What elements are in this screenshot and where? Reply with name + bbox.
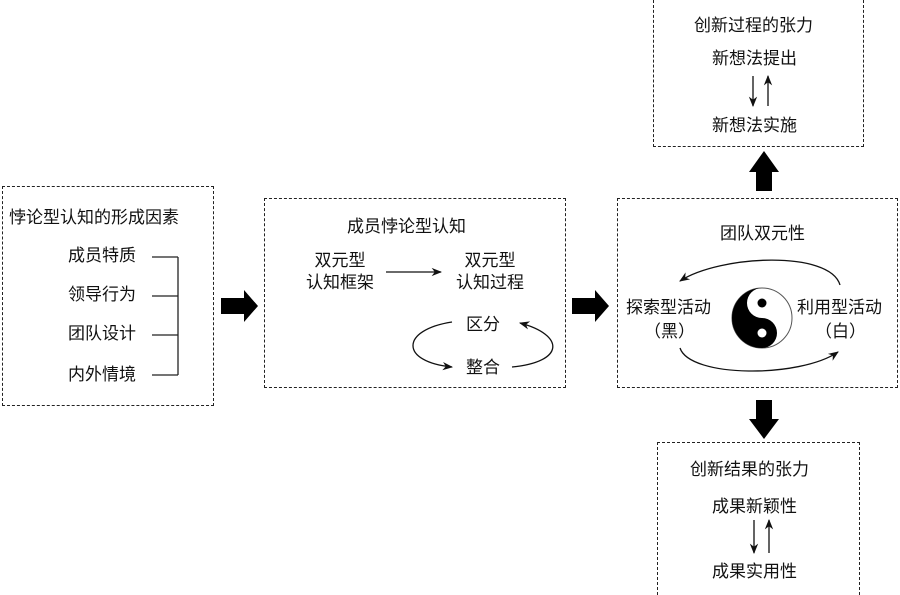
new-idea-implementation: 新想法实施 [712, 116, 797, 136]
exploration-color-label: （黑） [644, 322, 695, 342]
exploration-to-exploitation-arrow [679, 347, 839, 372]
factor-item: 领导行为 [68, 285, 136, 305]
cycle-arrow-left [412, 321, 454, 371]
outcome-usefulness: 成果实用性 [712, 562, 797, 582]
yin-yang-icon [731, 287, 793, 349]
exploitation-color-label: （白） [815, 322, 866, 342]
process-label-line1: 双元型 [464, 251, 516, 271]
block-arrow-right-1 [221, 290, 258, 322]
factors-bracket [152, 256, 179, 376]
block-arrow-down [749, 400, 779, 439]
exploitation-label: 利用型活动 [797, 298, 882, 318]
duality-title: 团队双元性 [720, 224, 805, 244]
factors-box [2, 186, 214, 406]
process-tension-box [653, 0, 864, 147]
outcome-tension-box [657, 442, 860, 595]
new-idea-generation: 新想法提出 [712, 49, 797, 69]
exploitation-to-exploration-arrow [679, 259, 841, 286]
integrate-label: 整合 [466, 358, 500, 378]
factor-item: 内外情境 [68, 365, 136, 385]
factor-item: 团队设计 [68, 324, 136, 344]
duality-box [617, 198, 898, 388]
block-arrow-up [749, 151, 779, 191]
factor-item: 成员特质 [68, 246, 136, 266]
factors-title: 悖论型认知的形成因素 [9, 208, 179, 228]
framework-label-line1: 双元型 [314, 251, 366, 271]
process-tension-title: 创新过程的张力 [694, 16, 813, 36]
exploration-label: 探索型活动 [626, 298, 711, 318]
outcome-tension-title: 创新结果的张力 [690, 460, 809, 480]
outcome-novelty: 成果新颖性 [712, 497, 797, 517]
cycle-arrow-right [511, 321, 554, 368]
cognition-title: 成员悖论型认知 [347, 217, 466, 237]
framework-label-line2: 认知框架 [306, 273, 374, 293]
differentiate-label: 区分 [466, 315, 500, 335]
block-arrow-right-2 [572, 290, 609, 322]
process-label-line2: 认知过程 [456, 273, 524, 293]
cognition-box [264, 198, 566, 388]
